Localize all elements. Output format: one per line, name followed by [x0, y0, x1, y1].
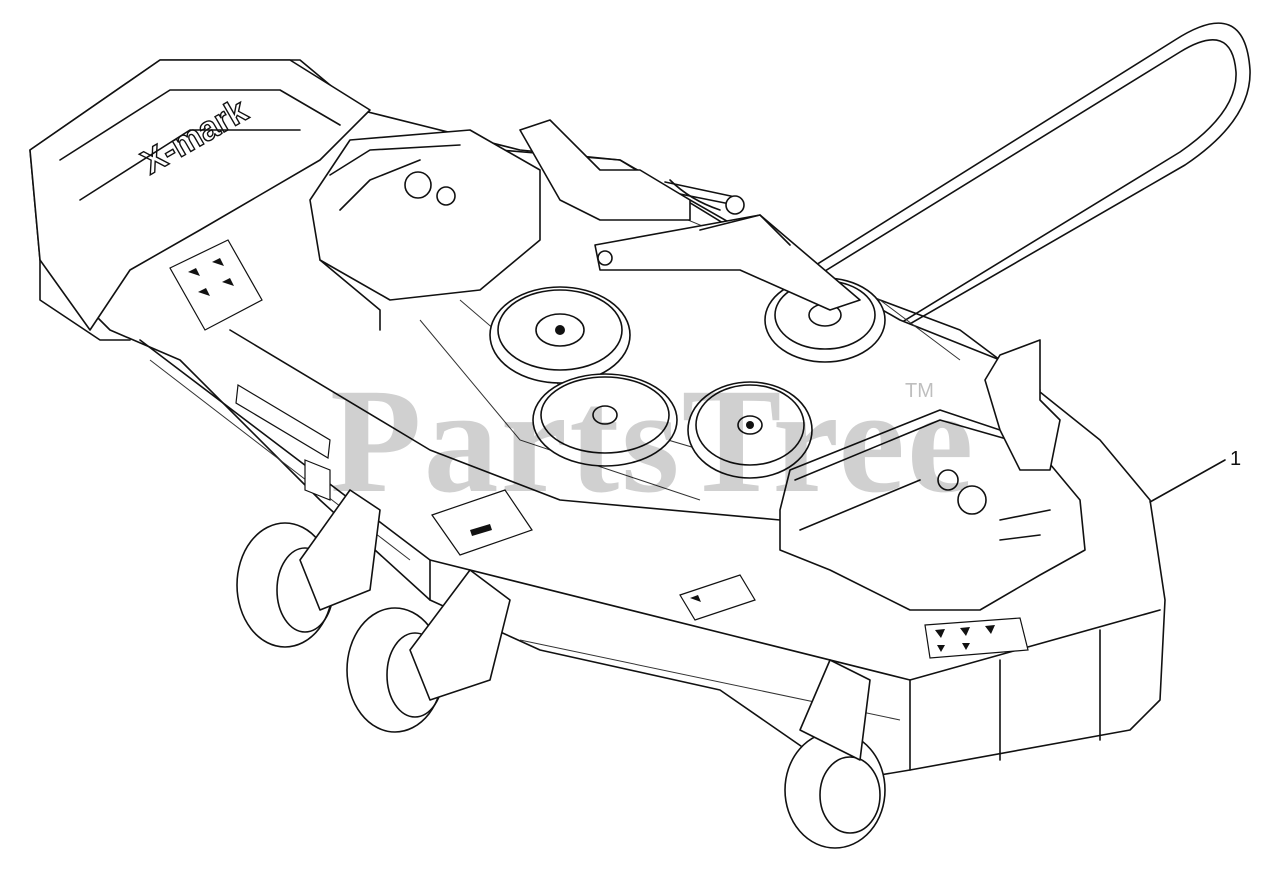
pulley-center — [532, 373, 678, 467]
callout-1-label: 1 — [1230, 448, 1242, 470]
decal-left — [169, 239, 263, 331]
model-plate — [235, 384, 331, 501]
drive-belt — [759, 22, 1251, 371]
left-cover: X-mark — [29, 59, 371, 341]
decal-center — [431, 489, 533, 556]
left-belt-cover — [309, 129, 541, 331]
pulley-spindle — [687, 381, 813, 479]
watermark-trademark: TM — [905, 380, 934, 402]
right-bracket — [984, 339, 1061, 471]
gauge-wheel-right — [784, 659, 886, 849]
decal-front — [679, 574, 756, 621]
callout-1-leader — [1149, 459, 1226, 503]
gauge-wheel-left — [236, 489, 381, 648]
gauge-wheel-center — [346, 569, 511, 733]
decal-right — [924, 617, 1029, 659]
rear-bracket — [519, 119, 691, 221]
right-belt-cover — [779, 409, 1086, 611]
pulley-left — [489, 286, 631, 384]
